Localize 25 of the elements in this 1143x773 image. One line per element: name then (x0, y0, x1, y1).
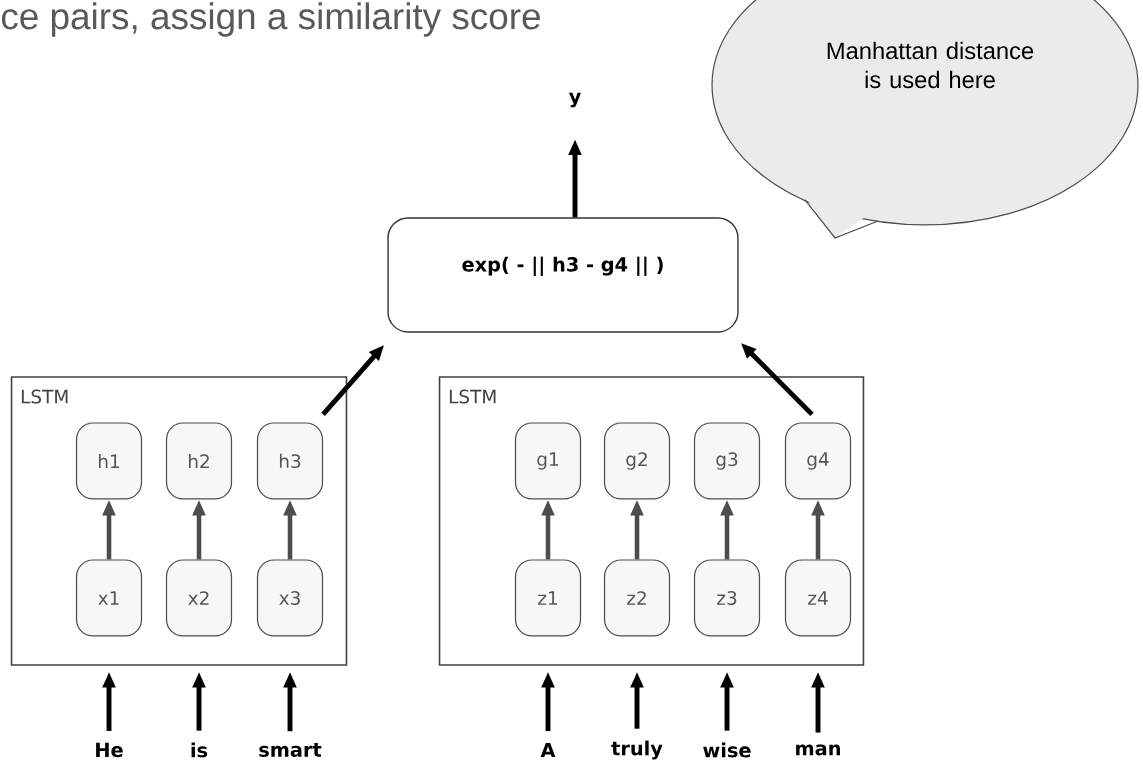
input-word: y (568, 92, 581, 108)
state-box: g2 (603, 422, 671, 500)
state-box: x2 (165, 559, 233, 637)
input-word: man (796, 744, 840, 756)
heading-text: ce pairs, assign a similarity score (1, 2, 540, 37)
state-box: h1 (75, 422, 143, 500)
function-box: exp( - || h3 - g4 || ) (387, 217, 739, 333)
state-box: h3 (256, 422, 324, 500)
input-word: truly (611, 740, 663, 760)
input-word: smart (259, 743, 322, 757)
state-box: g4 (784, 422, 852, 500)
speech-bubble: Manhattan distance is used here (711, 0, 1139, 239)
input-word: wise (703, 742, 751, 758)
state-box: x3 (256, 559, 324, 637)
input-word: A (540, 742, 556, 758)
state-box: g1 (514, 422, 582, 500)
state-box: z2 (603, 559, 671, 637)
state-box: z4 (784, 559, 852, 637)
state-box: z3 (693, 559, 761, 637)
state-box: h2 (165, 422, 233, 500)
input-word: He (96, 742, 123, 758)
input-word: is (191, 742, 208, 758)
state-box: z1 (514, 559, 582, 637)
state-box: g3 (693, 422, 761, 500)
state-box: x1 (75, 559, 143, 637)
